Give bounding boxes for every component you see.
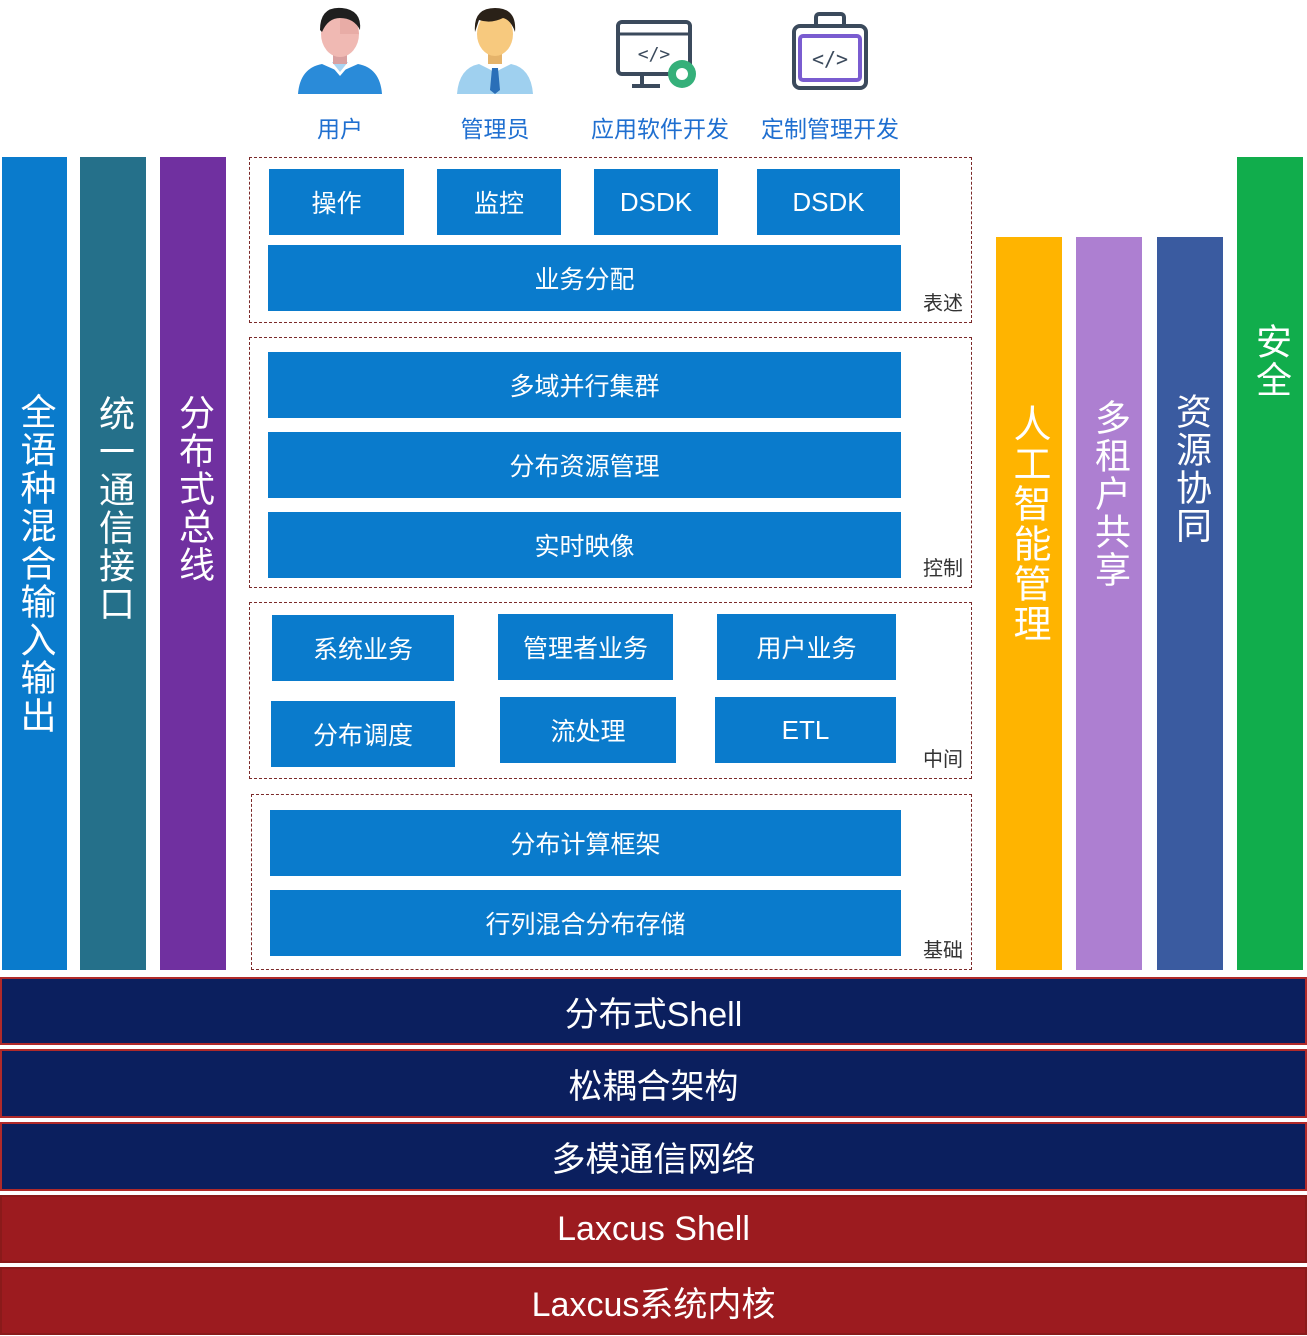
group-middle-label: 中间	[923, 747, 963, 771]
box-hybrid-storage: 行列混合分布存储	[270, 890, 901, 956]
svg-text:</>: </>	[812, 47, 848, 71]
group-expression-label: 表述	[923, 291, 963, 315]
box-dsdk-1: DSDK	[594, 169, 718, 235]
code-dev-icon: </>	[792, 12, 868, 90]
user-icon	[298, 7, 382, 94]
box-monitor: 监控	[437, 169, 561, 235]
box-user-business: 用户业务	[717, 614, 896, 680]
box-operation: 操作	[269, 169, 404, 235]
layer-laxcus-shell-label: Laxcus Shell	[557, 1209, 750, 1248]
group-control: 控制	[249, 337, 972, 588]
pillar-ai-management-label: 人工智能管理	[1007, 403, 1051, 644]
box-system-business: 系统业务	[272, 615, 454, 681]
box-distributed-scheduling: 分布调度	[271, 701, 455, 767]
group-base: 基础	[251, 794, 972, 970]
box-distributed-compute-framework: 分布计算框架	[270, 810, 901, 876]
persona-app-dev-label: 应用软件开发	[591, 117, 729, 143]
app-dev-icon: </>	[616, 20, 696, 88]
pillar-multilingual-io-label: 全语种混合输入输出	[14, 392, 56, 735]
pillar-security-label: 安全	[1250, 323, 1291, 399]
group-expression: 表述	[249, 157, 972, 323]
box-multi-domain-cluster: 多域并行集群	[268, 352, 901, 418]
persona-admin-label: 管理员	[460, 117, 530, 143]
svg-text:</>: </>	[638, 44, 671, 65]
pillar-resource-coop: 资源协同	[1157, 237, 1223, 970]
group-base-label: 基础	[923, 938, 963, 962]
layer-laxcus-shell: Laxcus Shell	[0, 1195, 1307, 1263]
pillar-distributed-bus: 分布式总线	[160, 157, 226, 970]
box-distributed-resource-mgmt: 分布资源管理	[268, 432, 901, 498]
layer-multimode-network-label: 多模通信网络	[551, 1141, 756, 1179]
persona-user: 用户	[270, 0, 410, 150]
pillar-multilingual-io: 全语种混合输入输出	[2, 157, 67, 970]
pillar-multi-tenant: 多租户共享	[1076, 237, 1142, 970]
persona-code-dev: </> 定制管理开发	[750, 0, 910, 150]
pillar-ai-management: 人工智能管理	[996, 237, 1062, 970]
persona-app-dev: </> 应用软件开发	[580, 0, 740, 150]
pillar-distributed-bus-label: 分布式总线	[173, 393, 214, 584]
persona-user-label: 用户	[317, 117, 363, 143]
box-dsdk-2: DSDK	[757, 169, 900, 235]
pillar-multi-tenant-label: 多租户共享	[1089, 398, 1130, 589]
layer-distributed-shell: 分布式Shell	[0, 977, 1307, 1045]
pillar-unified-comm: 统一通信接口	[80, 157, 146, 970]
layer-loose-coupling-label: 松耦合架构	[568, 1068, 739, 1106]
box-business-allocation: 业务分配	[268, 245, 901, 311]
persona-code-dev-label: 定制管理开发	[761, 117, 899, 143]
pillar-unified-comm-label: 统一通信接口	[93, 394, 134, 623]
layer-loose-coupling: 松耦合架构	[0, 1049, 1307, 1118]
pillar-security: 安全	[1237, 157, 1303, 970]
group-middle: 中间	[249, 602, 972, 779]
persona-admin: 管理员	[425, 0, 565, 150]
box-manager-business: 管理者业务	[498, 614, 673, 680]
admin-icon	[457, 8, 533, 94]
box-realtime-mirror: 实时映像	[268, 512, 901, 578]
box-etl: ETL	[715, 697, 896, 763]
layer-multimode-network: 多模通信网络	[0, 1122, 1307, 1191]
group-control-label: 控制	[923, 556, 963, 580]
box-stream-processing: 流处理	[500, 697, 676, 763]
layer-distributed-shell-label: 分布式Shell	[564, 995, 743, 1034]
layer-laxcus-kernel-label: Laxcus系统内核	[531, 1285, 776, 1324]
layer-laxcus-kernel: Laxcus系统内核	[0, 1267, 1307, 1335]
pillar-resource-coop-label: 资源协同	[1170, 392, 1211, 545]
